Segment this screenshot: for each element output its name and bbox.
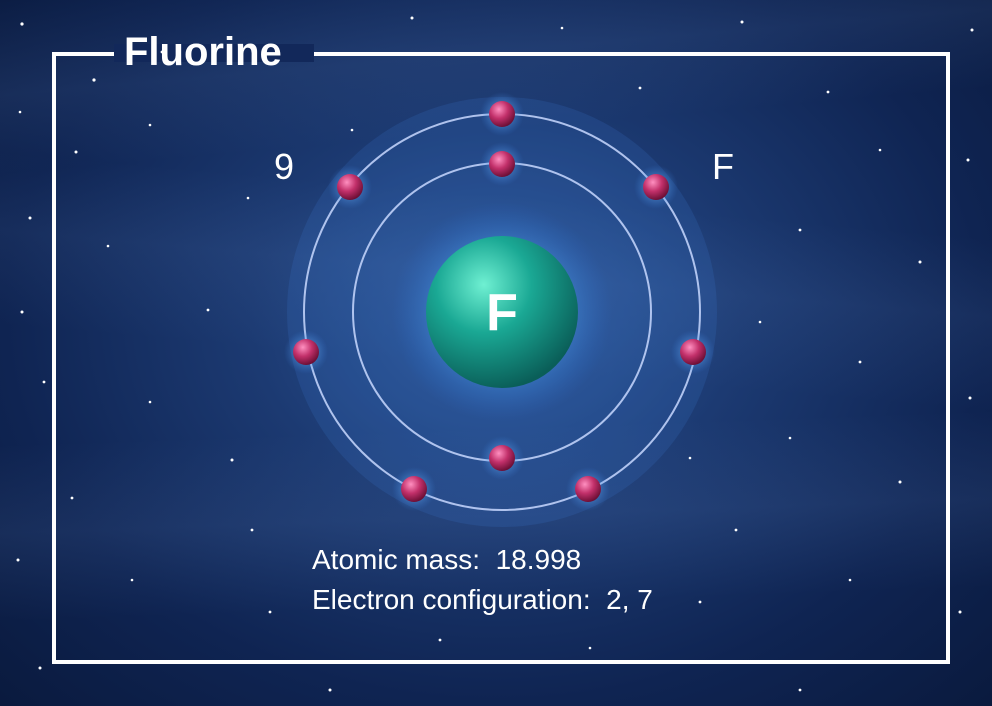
electron-outer-top xyxy=(480,92,524,136)
electron-outer-right xyxy=(671,330,715,374)
electron-inner-bottom xyxy=(480,436,524,480)
nucleus-label: F xyxy=(486,284,518,342)
stars xyxy=(16,16,974,692)
atomic-mass-label: Atomic mass: xyxy=(312,544,481,575)
nucleus xyxy=(426,236,578,388)
electron-outer-lower-left xyxy=(392,467,436,511)
atomic-mass-value: 18.998 xyxy=(495,544,582,575)
electron-config-label: Electron configuration: xyxy=(312,584,591,615)
electron-config-row: Electron configuration: 2, 7 xyxy=(312,580,653,620)
electron-config-value: 2, 7 xyxy=(606,584,653,615)
title-frame-gap xyxy=(114,44,314,62)
atomic-number: 9 xyxy=(274,146,295,187)
electrons xyxy=(284,92,715,511)
electron-outer-upper-right xyxy=(634,165,678,209)
element-symbol: F xyxy=(712,146,734,187)
atomic-mass-row: Atomic mass: 18.998 xyxy=(312,540,653,580)
electron-outer-lower-right xyxy=(566,467,610,511)
electron-outer-left xyxy=(284,330,328,374)
electron-outer-upper-left xyxy=(328,165,372,209)
element-info: Atomic mass: 18.998 Electron configurati… xyxy=(312,540,653,620)
electron-inner-top xyxy=(480,142,524,186)
diagram-frame xyxy=(52,52,950,664)
element-title: Fluorine xyxy=(124,30,282,74)
